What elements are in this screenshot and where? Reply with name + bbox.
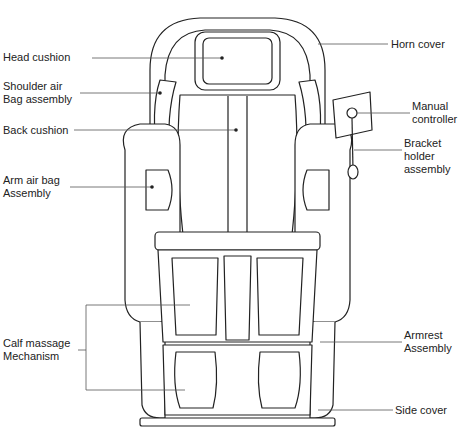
back-stripe	[228, 96, 247, 234]
backrest-inner	[165, 30, 310, 250]
arm-airbag	[303, 170, 329, 210]
part-label: Arm air bag Assembly	[3, 174, 71, 200]
controller-knob	[347, 108, 357, 118]
right-side-panel	[310, 322, 335, 418]
calf-trough	[257, 258, 303, 335]
foot-rest	[163, 345, 312, 415]
leader-line	[80, 93, 160, 94]
leader-dot	[220, 56, 224, 60]
part-label: Head cushion	[3, 51, 93, 64]
arm-airbag	[146, 170, 172, 210]
leader-dot	[150, 185, 154, 189]
part-label: Bracket holder assembly	[404, 137, 462, 176]
left-side-panel	[140, 322, 165, 418]
part-label: Side cover	[395, 404, 465, 417]
calf-divider	[224, 256, 251, 340]
foot-well	[175, 352, 217, 408]
leader-dot	[234, 128, 238, 132]
foot-well	[258, 352, 300, 408]
leader-line	[70, 187, 152, 188]
chair-base	[140, 418, 335, 426]
part-label: Manual controller	[412, 100, 468, 126]
leader-line	[354, 150, 402, 151]
leader-line	[320, 342, 402, 343]
leader-line	[78, 305, 190, 390]
back-cushion	[178, 95, 297, 235]
calf-rest	[158, 250, 317, 342]
leader-line	[318, 410, 393, 411]
head-cushion-inner	[203, 38, 272, 84]
leader-dot	[158, 91, 162, 95]
part-label: Back cushion	[3, 124, 78, 137]
leader-line	[318, 44, 388, 45]
leader-line	[74, 130, 236, 131]
bracket-holder	[352, 118, 353, 170]
calf-trough	[172, 258, 218, 335]
bracket-holder-base	[348, 165, 358, 179]
leader-line	[92, 58, 222, 59]
seat-band	[155, 232, 320, 250]
part-label: Horn cover	[391, 38, 466, 51]
part-label: Armrest Assembly	[404, 329, 464, 355]
leader-line	[356, 113, 410, 114]
part-label: Shoulder air Bag assembly	[3, 80, 81, 106]
part-label: Calf massage Mechanism	[3, 337, 79, 363]
head-cushion	[195, 32, 280, 90]
